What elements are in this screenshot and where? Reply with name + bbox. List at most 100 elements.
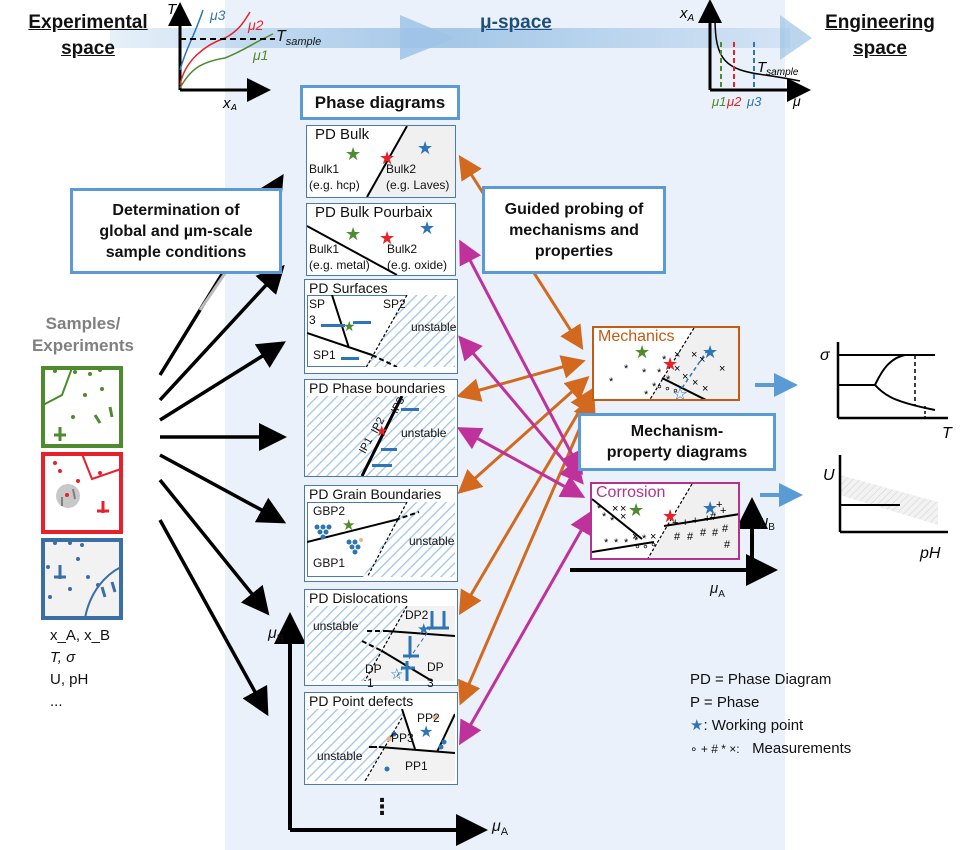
svg-text:*: * — [609, 376, 614, 388]
phase-label: Bulk2 — [387, 242, 418, 256]
curve-mu1 — [179, 33, 274, 89]
header-line: space — [853, 38, 907, 59]
svg-text:×: × — [620, 511, 626, 523]
engineering-space-header: Engineering space — [805, 10, 955, 62]
measurement-symbols: ∘ + # * ×: — [690, 742, 740, 756]
axis-sub: A — [500, 826, 509, 839]
box-line: global and µm-scale — [99, 222, 253, 240]
svg-text:×: × — [682, 371, 688, 383]
box-line: Mechanism- — [630, 423, 724, 440]
title-line: Samples/ — [45, 314, 121, 333]
svg-text:×: × — [650, 531, 656, 543]
legend-p: P = Phase — [690, 694, 760, 711]
svg-text:*: * — [652, 381, 657, 393]
box-line: Determination of — [112, 201, 240, 219]
pd-title: PD Phase boundaries — [309, 380, 446, 396]
phase-label: Bulk1 — [309, 162, 340, 176]
phase-label: unstable — [317, 749, 363, 763]
engineering-plots: σ T U pH — [820, 342, 953, 562]
samples-title: Samples/ Experiments — [18, 313, 148, 357]
arrow-to-pd-pourbaix — [158, 264, 285, 402]
axis-label-xa: xA — [679, 5, 695, 24]
axis-symbol: μ — [760, 513, 769, 530]
svg-text:★: ★ — [702, 342, 718, 362]
title-line: Experiments — [31, 336, 135, 355]
pd-corrosion-arrows — [456, 239, 593, 746]
svg-text:*: * — [634, 535, 639, 547]
phase-label: DP2 — [405, 608, 429, 622]
experimental-space-header: Experimental space — [8, 10, 168, 62]
axis-symbol: μ — [268, 625, 277, 642]
label-mu3: μ3 — [209, 7, 226, 23]
phase-label: (e.g. metal) — [309, 258, 370, 272]
mu-space-header: μ-space — [480, 12, 552, 33]
svg-text:∘: ∘ — [634, 541, 641, 553]
svg-text:+: + — [716, 499, 722, 511]
phase-label: PP1 — [405, 759, 428, 773]
pd-grain-boundaries: ★ PD Grain Boundaries GBP2 GBP1 unstable — [304, 485, 458, 582]
variable-line: T, σ — [50, 649, 76, 666]
axis-sub: A — [718, 589, 725, 600]
svg-text:×: × — [632, 531, 638, 543]
axis-sub: B — [276, 633, 285, 646]
svg-text:∘: ∘ — [650, 539, 657, 551]
axis-label-xa: xA — [222, 95, 238, 110]
corrosion-diagram: ******** ××××× ∘∘∘ ++++++ ####### ★ ★ ★ … — [590, 482, 740, 560]
sample-to-pd-arrows — [158, 174, 287, 717]
svg-text:∘: ∘ — [642, 541, 649, 553]
tick-mu1: μ1 — [711, 94, 726, 109]
phase-label: 3 — [309, 313, 316, 327]
mechanism-property-box: Mechanism- property diagrams — [578, 413, 776, 471]
sample-green — [41, 366, 123, 448]
axis-label-u: U — [823, 467, 835, 484]
svg-text:+: + — [704, 513, 710, 525]
engineering-mu-plot: xA Tsample μ1 μ2 μ3 μ — [679, 0, 811, 109]
svg-text:*: * — [662, 354, 667, 366]
phase-label: (e.g. oxide) — [387, 258, 448, 272]
t-sample-label: Tsample — [757, 59, 799, 78]
legend-pd: PD = Phase Diagram — [690, 671, 832, 688]
phase-label: SP — [309, 297, 326, 311]
svg-text:★: ★ — [419, 724, 433, 741]
box-line: Guided probing of — [504, 200, 644, 218]
svg-text:★: ★ — [662, 506, 678, 526]
svg-text:★: ★ — [343, 318, 356, 334]
svg-text:*: * — [642, 367, 647, 379]
svg-text:×: × — [612, 503, 618, 515]
axis-symbol: μ — [710, 580, 719, 597]
more-diagrams-ellipsis: ⋮ — [371, 794, 393, 819]
svg-text:*: * — [624, 363, 629, 375]
box-line: property diagrams — [606, 444, 748, 461]
stress-temperature-plot: σ T — [820, 342, 953, 442]
mechanics-title: Mechanics — [598, 328, 675, 345]
pd-title: PD Grain Boundaries — [309, 486, 442, 502]
phase-label: Bulk2 — [386, 162, 417, 176]
svg-text:★: ★ — [419, 218, 435, 238]
legend-working-point: ★: Working point — [690, 714, 851, 737]
axis-label-sigma: σ — [820, 347, 831, 364]
svg-text:*: * — [614, 537, 619, 549]
header-line: space — [61, 38, 115, 59]
svg-text:×: × — [719, 363, 725, 375]
pd-title: PD Bulk — [315, 126, 370, 143]
phase-label: unstable — [401, 426, 447, 440]
svg-text:*: * — [602, 511, 607, 523]
svg-text:#: # — [687, 531, 694, 543]
sample-blue — [41, 538, 123, 620]
svg-text:#: # — [722, 523, 729, 535]
svg-text:★: ★ — [375, 423, 388, 440]
main-axes — [274, 612, 488, 846]
svg-text:#: # — [710, 511, 717, 523]
svg-text:+: + — [720, 505, 726, 517]
flow-arrow — [110, 15, 812, 60]
box-line: mechanisms and — [509, 221, 639, 239]
pd-phase-boundaries: ★ PD Phase boundaries IP1 IP2 IP3 unstab… — [304, 379, 458, 477]
svg-text:+: + — [692, 515, 698, 527]
phase-label: DP — [365, 662, 382, 676]
svg-text:★: ★ — [345, 144, 361, 164]
svg-text:*: * — [604, 537, 609, 549]
t-label: T — [276, 28, 286, 45]
legend: PD = Phase Diagram P = Phase ★: Working … — [690, 668, 851, 761]
